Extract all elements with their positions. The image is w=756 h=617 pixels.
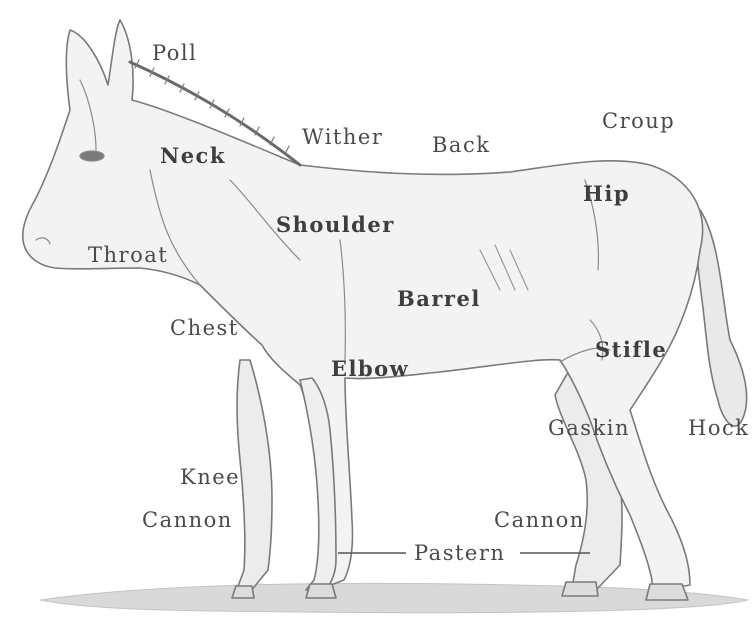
label-wither: Wither bbox=[302, 127, 383, 148]
label-croup: Croup bbox=[602, 111, 675, 132]
hoof-hind-far bbox=[562, 582, 598, 596]
label-elbow: Elbow bbox=[331, 358, 409, 379]
label-cannon-rear: Cannon bbox=[494, 510, 585, 531]
label-shoulder: Shoulder bbox=[276, 214, 395, 235]
label-neck: Neck bbox=[160, 145, 226, 166]
ground-shadow bbox=[40, 583, 748, 612]
hoof-hind-near bbox=[646, 584, 688, 600]
label-poll: Poll bbox=[152, 43, 197, 64]
label-hip: Hip bbox=[583, 183, 630, 204]
eye bbox=[80, 151, 104, 161]
hoof-front-far bbox=[232, 586, 254, 598]
label-throat: Throat bbox=[88, 245, 168, 266]
tail bbox=[697, 210, 747, 426]
label-gaskin: Gaskin bbox=[548, 418, 630, 439]
hoof-front-near bbox=[306, 584, 336, 598]
far-front-leg bbox=[236, 360, 272, 592]
label-chest: Chest bbox=[170, 318, 239, 339]
label-cannon-front: Cannon bbox=[142, 510, 233, 531]
label-barrel: Barrel bbox=[397, 288, 481, 309]
label-pastern: Pastern bbox=[414, 543, 505, 564]
label-stifle: Stifle bbox=[595, 339, 667, 360]
label-back: Back bbox=[432, 135, 490, 156]
label-knee: Knee bbox=[180, 467, 240, 488]
label-hock: Hock bbox=[688, 418, 749, 439]
